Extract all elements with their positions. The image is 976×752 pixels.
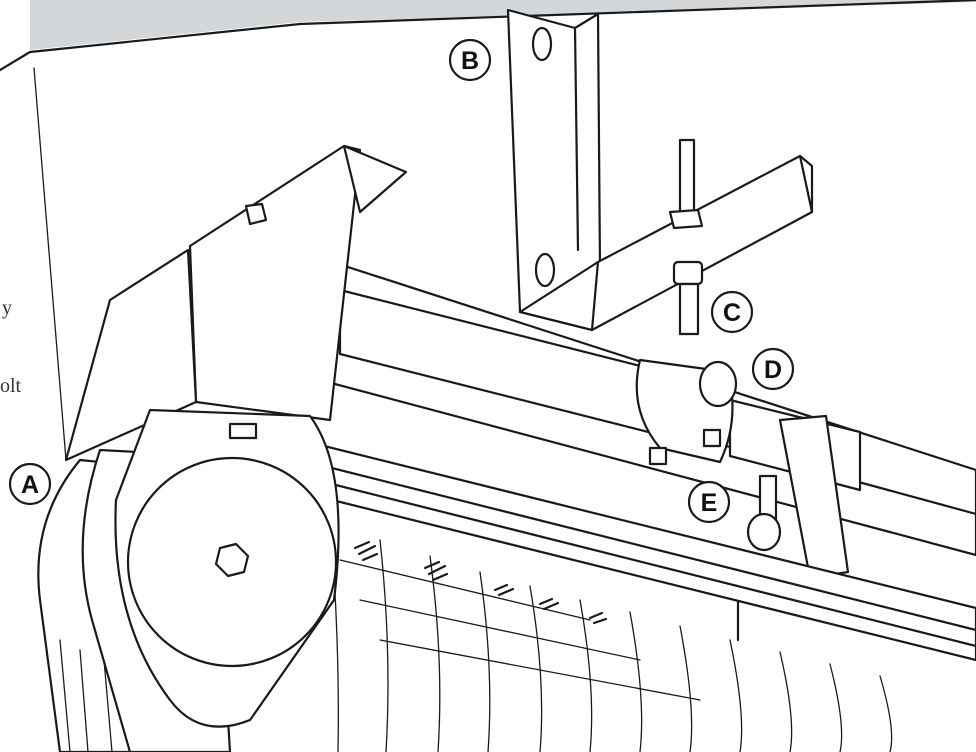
ceiling-bracket — [506, 8, 814, 332]
callout-e: E — [687, 480, 731, 524]
edge-text-line2: olt — [0, 375, 22, 397]
callout-c: C — [710, 290, 754, 334]
callout-a-label: A — [21, 471, 39, 499]
pulley-housing — [37, 408, 340, 752]
callout-c-circle — [710, 290, 754, 334]
clamp-bolt-left — [648, 446, 668, 466]
ceiling-panel — [30, 0, 976, 50]
callout-a-circle — [8, 462, 52, 506]
pulley-hub-nut — [214, 542, 250, 578]
angle-bracket — [64, 144, 408, 462]
callout-a: A — [8, 462, 52, 506]
bracket-top-nut — [244, 202, 268, 226]
callout-d-circle — [751, 347, 795, 391]
curtain — [329, 519, 893, 752]
threaded-rod — [668, 138, 704, 336]
clamp-bolt-right — [702, 428, 722, 448]
callout-b-label: B — [461, 47, 479, 75]
callout-d: D — [751, 347, 795, 391]
rod-nut-lower — [672, 260, 704, 286]
callout-c-label: C — [723, 299, 741, 327]
wall-corner-line — [33, 67, 67, 461]
callout-b-circle — [448, 38, 492, 82]
callout-d-label: D — [764, 356, 782, 384]
callout-e-label: E — [701, 489, 718, 517]
pipe-clamp — [635, 358, 738, 466]
ceiling-edge — [0, 0, 976, 72]
callout-b: B — [448, 38, 492, 82]
pulley-top-nut — [228, 422, 258, 440]
bracket-hole-top — [531, 26, 553, 62]
edge-text-line1: y — [2, 297, 12, 319]
strap — [778, 414, 850, 580]
runner-pin — [736, 474, 782, 642]
callout-e-circle — [687, 480, 731, 524]
rod-nut-top — [668, 208, 704, 230]
bracket-hole-bottom — [534, 252, 556, 288]
